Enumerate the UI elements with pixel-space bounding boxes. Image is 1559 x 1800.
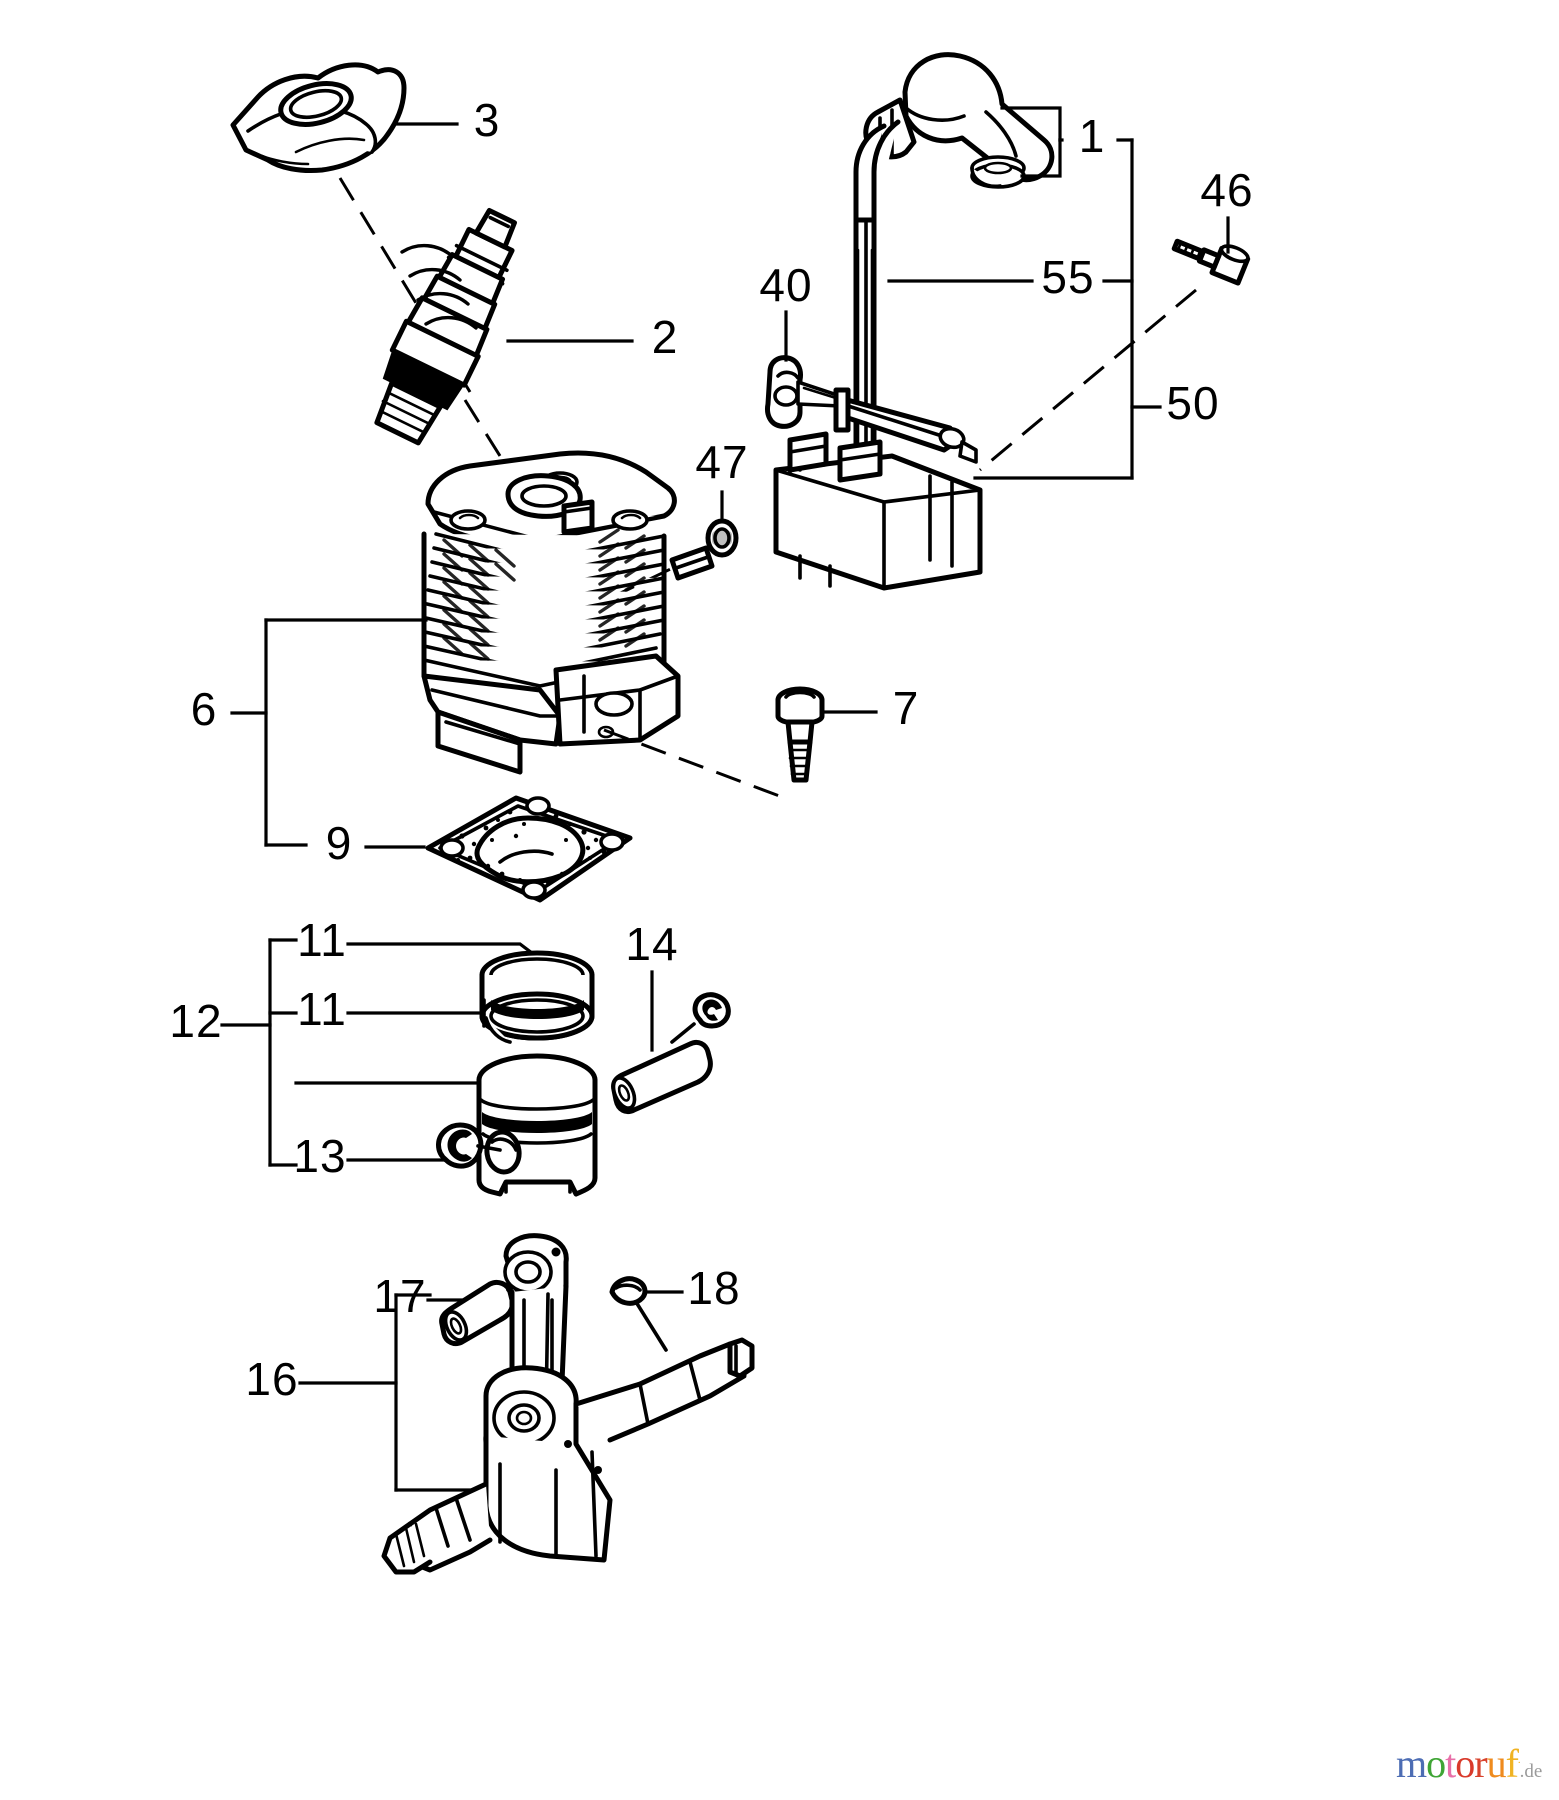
- motoruf-watermark: motoruf..de: [1396, 1744, 1542, 1784]
- part-woodruff-key: [609, 1276, 648, 1306]
- callout-13: 13: [293, 1130, 346, 1182]
- part-stop-switch-terminal: [765, 355, 978, 464]
- watermark-letter-r: r: [1474, 1741, 1487, 1786]
- callout-12: 12: [169, 995, 222, 1047]
- circlip-right-axis: [670, 1022, 696, 1044]
- callout-2: 2: [652, 311, 679, 363]
- callout-55: 55: [1041, 251, 1094, 303]
- bracket-1-upper: [1000, 106, 1062, 142]
- callout-7: 7: [893, 682, 920, 734]
- watermark-dot: .: [1517, 1753, 1521, 1766]
- spark-plug-spring: [970, 155, 1026, 189]
- watermark-letter-f: f: [1505, 1741, 1519, 1786]
- part-screw-46: [1171, 238, 1251, 286]
- part-base-gasket: [425, 795, 633, 903]
- callout-1: 1: [1079, 110, 1106, 162]
- callout-11-lower: 11: [297, 983, 347, 1035]
- callout-9: 9: [326, 817, 353, 869]
- part-crankshaft: [381, 1233, 755, 1575]
- part-cylinder: [421, 450, 715, 775]
- callout-50: 50: [1166, 377, 1219, 429]
- part-spark-plug-cap: [863, 52, 1055, 189]
- watermark-suffix: .de: [1519, 1761, 1543, 1782]
- key-axis: [634, 1300, 668, 1352]
- circlip-left-axis: [476, 1144, 502, 1152]
- callout-18: 18: [687, 1262, 740, 1314]
- assembly-axis-screw-46: [979, 288, 1197, 472]
- watermark-letter-o2: o: [1455, 1741, 1475, 1786]
- assembly-axis-plug-lower: [463, 399, 542, 521]
- callout-40: 40: [759, 259, 812, 311]
- part-circlip-left: [436, 1122, 484, 1169]
- callout-17: 17: [373, 1270, 426, 1322]
- assembly-axis-screw-7: [603, 728, 791, 802]
- part-spark-plug-boot: [230, 62, 407, 173]
- bracket-1-lower: [1020, 138, 1062, 178]
- part-piston: [476, 1053, 598, 1197]
- callout-14: 14: [625, 918, 678, 970]
- part-spark-plug: [374, 207, 517, 446]
- callout-16: 16: [245, 1353, 298, 1405]
- part-ignition-coil: [773, 431, 983, 591]
- part-circlip-right: [692, 992, 731, 1029]
- callout-11-upper: 11: [297, 914, 347, 966]
- part-piston-rings: [479, 950, 595, 1044]
- part-grommet-47: [705, 518, 739, 558]
- callout-6: 6: [191, 683, 218, 735]
- watermark-letter-m: m: [1396, 1741, 1427, 1786]
- callout-46: 46: [1200, 164, 1253, 216]
- part-piston-pin: [611, 1039, 713, 1115]
- part-needle-bearing: [439, 1279, 515, 1347]
- watermark-letter-o1: o: [1426, 1741, 1446, 1786]
- watermark-letter-t: t: [1445, 1741, 1456, 1786]
- callout-3: 3: [474, 94, 501, 146]
- callout-47: 47: [695, 436, 748, 488]
- watermark-letter-u: u: [1486, 1741, 1507, 1786]
- part-screw-7: [775, 686, 825, 783]
- cylinder-fins: [421, 528, 667, 688]
